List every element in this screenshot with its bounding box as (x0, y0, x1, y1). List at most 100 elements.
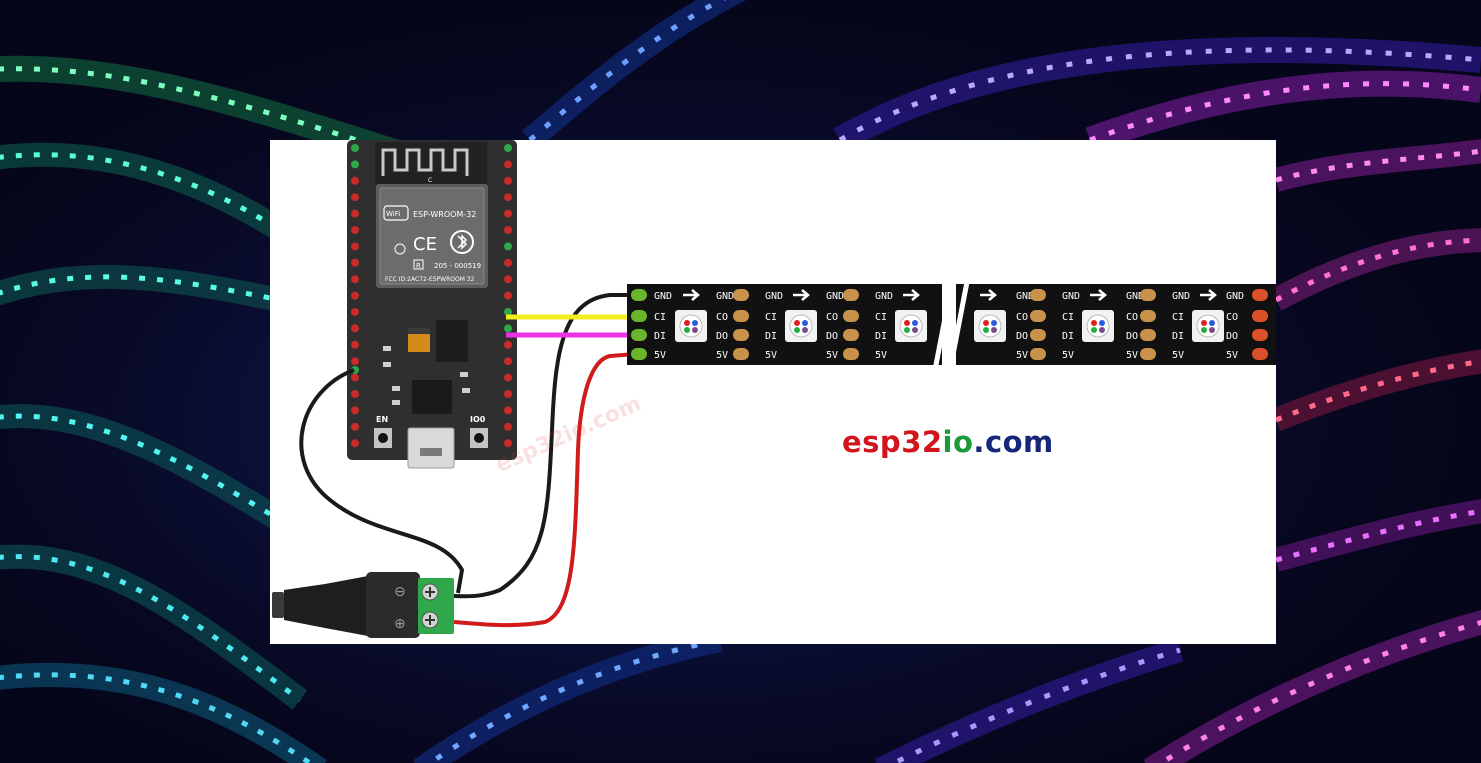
solder-pad (843, 289, 859, 301)
header-pin (504, 258, 512, 267)
solder-pad (631, 310, 647, 322)
brand-part-esp32: esp32 (842, 425, 943, 459)
header-pin (351, 275, 359, 284)
header-pin (351, 160, 359, 169)
strip-output-label: GND (1226, 291, 1244, 302)
solder-pad (733, 348, 749, 360)
right-header-pins (504, 144, 512, 448)
solder-pad (1252, 329, 1268, 341)
led-strip: GND CI DI 5V GND GND CO CI DO DI 5V 5V GND GND CO CI DO D… (627, 281, 1276, 371)
header-pin (504, 144, 512, 152)
header-pin (504, 193, 512, 202)
solder-pad (843, 329, 859, 341)
solder-pad (1030, 310, 1046, 322)
strip-input-label: GND (875, 291, 893, 302)
strip-input-label: 5V (1172, 350, 1184, 361)
cert-number: 205 - 000519 (434, 262, 481, 270)
strip-input-label: CI (875, 312, 887, 323)
solder-pad (631, 289, 647, 301)
header-pin (504, 226, 512, 234)
strip-output-label: CO (1126, 312, 1138, 323)
header-pin (504, 160, 512, 169)
left-header-pins (351, 144, 359, 448)
strip-output-label: 5V (1126, 350, 1138, 361)
header-pin (351, 406, 359, 415)
strip-input-label: CI (1062, 312, 1074, 323)
header-pin (504, 176, 512, 185)
voltage-regulator (436, 320, 468, 362)
header-pin (504, 439, 512, 448)
strip-input-label: CI (654, 312, 666, 323)
header-pin (504, 406, 512, 415)
header-pin (504, 324, 512, 333)
solder-pad (843, 348, 859, 360)
header-pin (351, 176, 359, 185)
header-pin (351, 291, 359, 300)
solder-pad (733, 310, 749, 322)
header-pin (351, 340, 359, 349)
solder-pad (1140, 329, 1156, 341)
strip-input-label: 5V (875, 350, 887, 361)
strip-output-label: DO (1126, 331, 1138, 342)
wire-strip-5v-to-jack (453, 352, 637, 628)
fcc-id: FCC ID:2AC72-ESPWROOM 32 (385, 276, 475, 283)
solder-pad (1030, 329, 1046, 341)
header-pin (351, 390, 359, 398)
strip-output-label: DO (716, 331, 728, 342)
header-pin (504, 422, 512, 431)
header-pin (504, 291, 512, 300)
jack-minus-symbol: ⊖ (394, 584, 406, 600)
solder-pad (631, 329, 647, 341)
header-pin (351, 422, 359, 431)
strip-input-label: GND (765, 291, 783, 302)
bluetooth-icon (450, 230, 474, 254)
strip-output-label: GND (716, 291, 734, 302)
header-pin (351, 258, 359, 267)
brand-part-io: io (942, 425, 974, 459)
r-mark: R (416, 262, 421, 270)
arrow-icon (903, 289, 920, 301)
en-label: EN (376, 415, 388, 424)
strip-output-label: 5V (1226, 350, 1238, 361)
strip-output-label: CO (1226, 312, 1238, 323)
strip-input-label: DI (875, 331, 887, 342)
header-pin (351, 373, 359, 382)
strip-input-label: DI (765, 331, 777, 342)
strip-output-label: CO (716, 312, 728, 323)
header-pin (351, 357, 359, 366)
strip-output-label: GND (826, 291, 844, 302)
header-pin (351, 242, 359, 251)
usb-uart-chip (412, 380, 452, 414)
wifi-logo-icon (383, 205, 409, 221)
strip-input-label: GND (1172, 291, 1190, 302)
wires (299, 293, 637, 628)
header-pin (504, 340, 512, 349)
strip-input-label: 5V (765, 350, 777, 361)
solder-pad (631, 348, 647, 360)
brand-part-com: .com (973, 425, 1054, 459)
strip-output-label: 5V (716, 350, 728, 361)
solder-pad (1140, 310, 1156, 322)
header-pin (504, 209, 512, 218)
strip-output-label: CO (826, 312, 838, 323)
arrow-icon (793, 289, 810, 301)
strip-input-label: GND (654, 291, 672, 302)
dc-power-jack: ⊖ ⊕ (272, 572, 454, 638)
solder-pad (1252, 348, 1268, 360)
arrow-icon (683, 289, 700, 301)
module-name: ESP-WROOM-32 (413, 210, 476, 219)
header-pin (504, 373, 512, 382)
esp32-board: C WiFi ESP-WROOM-32 CE R 205 - 000519 FC… (347, 140, 517, 469)
strip-output-label: 5V (1016, 350, 1028, 361)
header-pin (351, 439, 359, 448)
solder-pad (733, 329, 749, 341)
strip-output-label: GND (1126, 291, 1144, 302)
strip-input-label: CI (1172, 312, 1184, 323)
arrow-icon (980, 289, 997, 301)
io0-label: IO0 (470, 415, 486, 424)
antenna-marking: C (428, 177, 432, 184)
strip-output-label: DO (826, 331, 838, 342)
header-pin (504, 308, 512, 316)
solder-pad (1030, 289, 1046, 301)
